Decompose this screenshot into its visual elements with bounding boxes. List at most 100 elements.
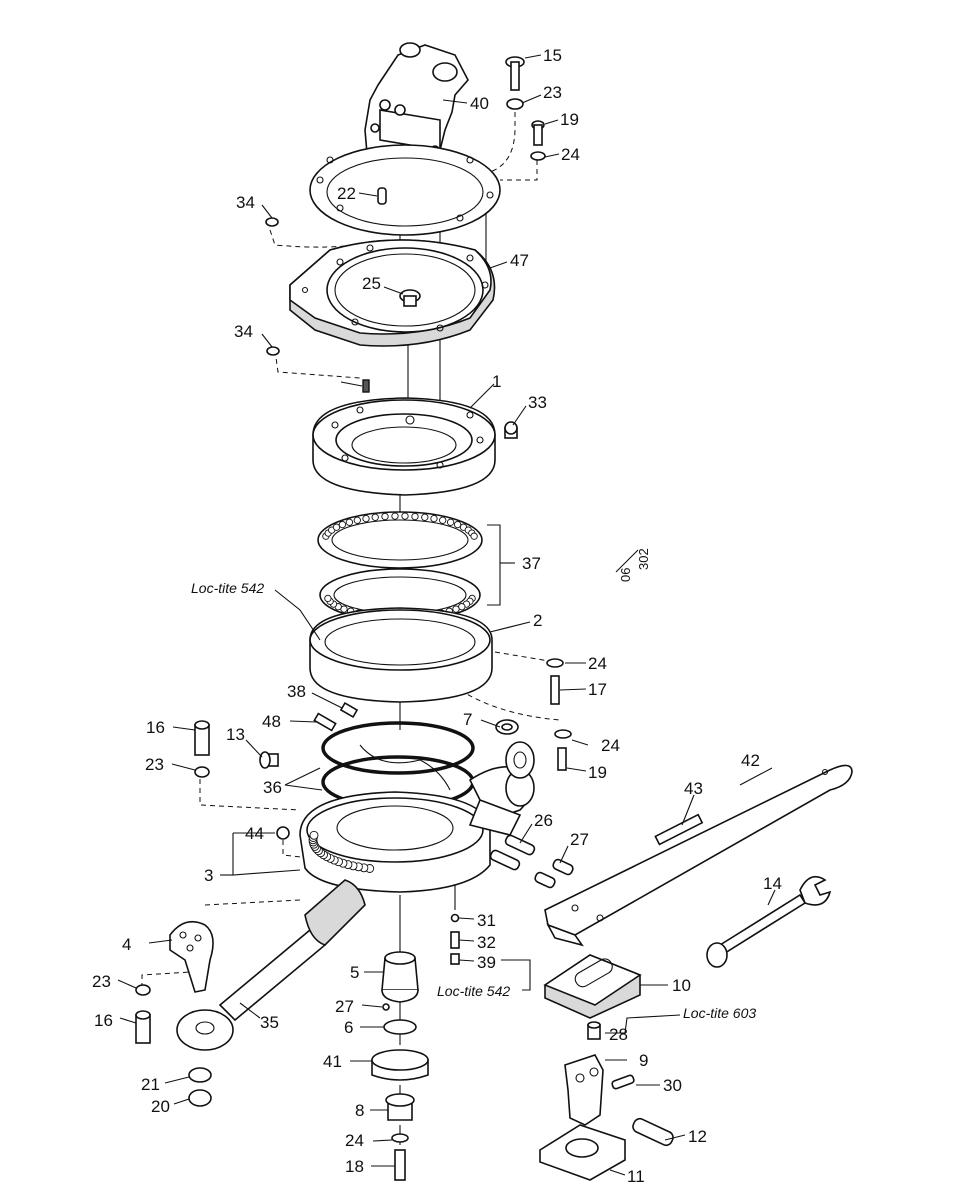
label-28: 28: [609, 1025, 628, 1044]
label-24-lower: 24: [345, 1131, 364, 1150]
washer-22: [188, 1067, 212, 1083]
bearing-ball: [338, 520, 347, 529]
bearing-ball: [453, 520, 462, 529]
label-13: 13: [226, 725, 245, 744]
plug-34-lower: [266, 346, 280, 356]
label-25: 25: [362, 274, 381, 293]
label-3: 3: [204, 866, 213, 885]
label-43: 44: [245, 824, 264, 843]
screw-17: [550, 675, 560, 705]
loctite-603: Loc-tite 603: [683, 1005, 756, 1021]
washer-24-top: [530, 151, 546, 161]
label-2: 2: [533, 611, 542, 630]
label-37: 37: [522, 554, 541, 573]
bearing-ball: [381, 512, 389, 521]
label-31: 32: [477, 933, 496, 952]
bar-mount-9: [564, 1054, 604, 1126]
plate-11: [539, 1124, 626, 1181]
label-47: 48: [262, 712, 281, 731]
adapter-plate-44: [289, 239, 496, 347]
nut-21: [188, 1089, 212, 1107]
bracket-4: [169, 920, 214, 993]
label-14: 14: [763, 874, 782, 893]
label-36: 39: [477, 953, 496, 972]
spindle-5: [381, 951, 419, 1003]
label-15: 15: [543, 46, 562, 65]
label-27-lower: 27: [335, 997, 354, 1016]
label-19-top: 19: [560, 110, 579, 129]
label-35: 35: [260, 1013, 279, 1032]
washer-23-lower: [135, 984, 151, 996]
label-23-top: 23: [543, 83, 562, 102]
label-1: 1: [492, 372, 501, 391]
screw-47: [313, 712, 337, 732]
label-7: 7: [463, 710, 472, 729]
label-6: 6: [344, 1018, 353, 1037]
label-16-upper: 16: [146, 718, 165, 737]
bearing-ball: [391, 512, 399, 520]
label-27-right: 27: [570, 830, 589, 849]
ball-30: [450, 913, 460, 923]
loctite-542-lower: Loc-tite 542: [437, 983, 510, 999]
bearing-ball: [332, 523, 341, 531]
guide-bar-40: [544, 764, 853, 947]
drawing-reference: 06 302: [615, 548, 651, 582]
label-24-mid1: 24: [588, 654, 607, 673]
bearing-balls: [322, 512, 478, 621]
label-24-top: 24: [561, 145, 580, 164]
grub-screw-38: [339, 701, 359, 719]
bearing-set-37: [317, 511, 483, 622]
bolt-16-upper: [194, 720, 210, 756]
plug-13: [259, 751, 279, 769]
label-17: 17: [588, 680, 607, 699]
label-32: 33: [528, 393, 547, 412]
label-20: 22: [337, 184, 356, 203]
bolt-18: [394, 1149, 406, 1181]
bearing-ball: [411, 512, 419, 521]
key-20: [377, 187, 387, 205]
pin-29: [611, 1074, 635, 1090]
label-21: 20: [151, 1097, 170, 1116]
plug-34-upper: [265, 217, 279, 227]
bearing-ball: [430, 514, 438, 523]
label-42: 41: [323, 1052, 342, 1071]
bearing-ball: [371, 513, 379, 521]
motor-flange-plate: [309, 144, 501, 236]
label-10: 10: [672, 976, 691, 995]
rotator-housing-3: [299, 765, 535, 893]
label-23-lower: 23: [92, 972, 111, 991]
drawing-ref-top: 06: [618, 568, 633, 582]
bearing-ball: [452, 605, 460, 613]
screw-19-top: [531, 120, 545, 146]
label-44: 47: [510, 251, 529, 270]
bearing-ball: [362, 514, 370, 523]
bolt-16-lower: [135, 1010, 151, 1044]
label-33: 36: [263, 778, 282, 797]
washer-23-upper: [194, 766, 210, 778]
label-22: 21: [141, 1075, 160, 1094]
label-9: 9: [639, 1051, 648, 1070]
plug-25: [399, 289, 421, 307]
clamp-plate-10: [543, 954, 642, 1019]
bearing-ball: [324, 594, 332, 603]
outer-ring-2: [309, 607, 493, 703]
spring-31: [450, 931, 460, 949]
label-4: 4: [122, 935, 131, 954]
loctite-542-upper: Loc-tite 542: [191, 580, 264, 596]
label-30: 31: [477, 911, 496, 930]
label-19-mid: 19: [588, 763, 607, 782]
screw-36: [450, 953, 460, 965]
label-29: 30: [663, 1076, 682, 1095]
label-39: 40: [470, 94, 489, 113]
bushing-8: [385, 1093, 415, 1121]
drawing-ref-bottom: 302: [636, 548, 651, 570]
clamp-41: [654, 813, 704, 846]
pin-12: [632, 1117, 674, 1147]
label-11: 11: [627, 1167, 645, 1186]
label-38: 38: [287, 682, 306, 701]
bolt-15: [505, 56, 525, 91]
bearing-ball: [345, 518, 354, 526]
label-40: 42: [741, 751, 760, 770]
callout-leaders: [117, 54, 776, 1176]
